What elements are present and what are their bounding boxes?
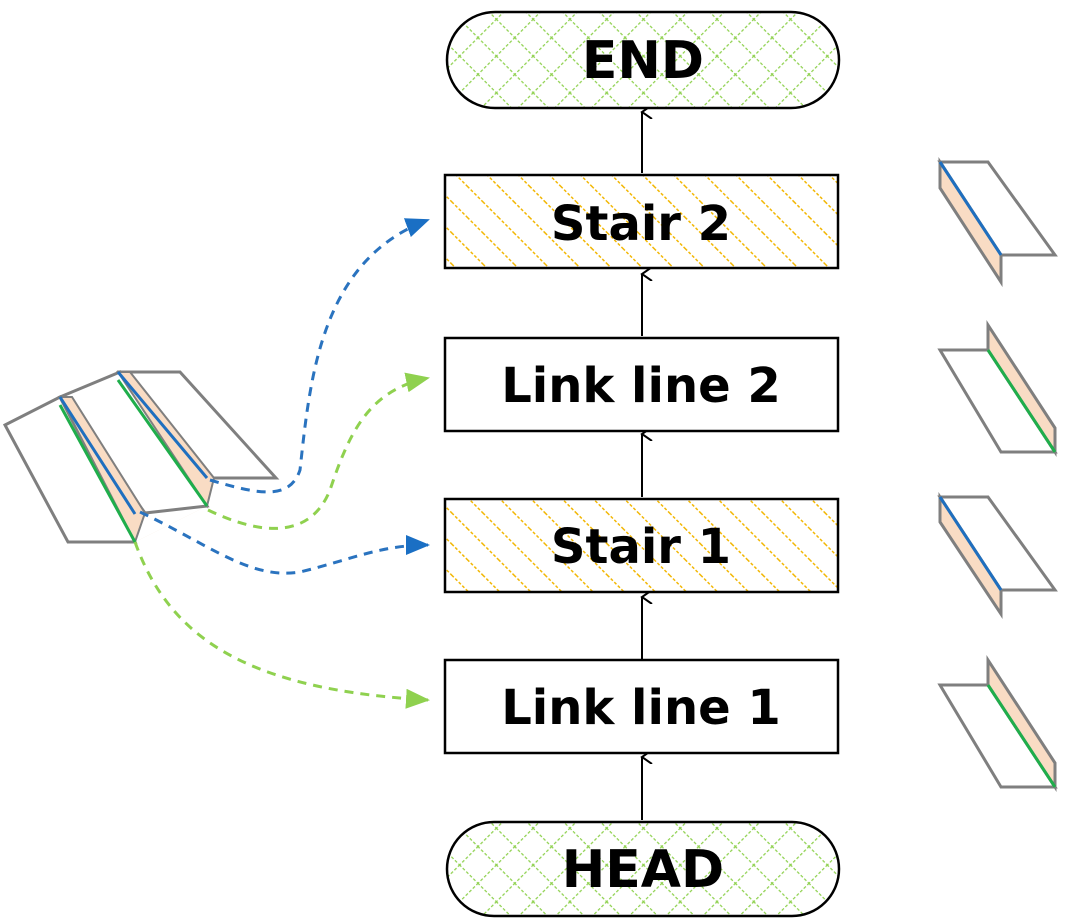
link-line-1-label: Link line 1 xyxy=(501,680,781,736)
end-node: END xyxy=(445,10,841,110)
arrow-to-stair-1 xyxy=(139,510,430,575)
arrow-to-link-line-1 xyxy=(133,541,430,709)
link-line-segment-icon-2 xyxy=(937,319,1058,458)
arrow-to-stair-2 xyxy=(209,218,430,494)
link-line-2-label: Link line 2 xyxy=(501,358,781,414)
end-label: END xyxy=(582,31,704,91)
link-line-1-node: Link line 1 xyxy=(443,658,840,755)
head-label: HEAD xyxy=(562,840,724,900)
stair-2-label: Stair 2 xyxy=(551,196,731,252)
mapping-arrows xyxy=(133,218,430,709)
link-line-segment-icon-1 xyxy=(937,654,1058,793)
head-node: HEAD xyxy=(445,820,841,918)
stair-1-label: Stair 1 xyxy=(551,519,731,575)
link-line-2-node: Link line 2 xyxy=(443,336,840,433)
stair-2-node: Stair 2 xyxy=(443,173,840,270)
stair-1-node: Stair 1 xyxy=(443,497,840,594)
staircase-icon xyxy=(2,370,280,545)
stair-segment-icon-1 xyxy=(937,491,1058,619)
stair-segment-icon-2 xyxy=(937,156,1058,288)
arrow-to-link-line-2 xyxy=(207,372,430,530)
